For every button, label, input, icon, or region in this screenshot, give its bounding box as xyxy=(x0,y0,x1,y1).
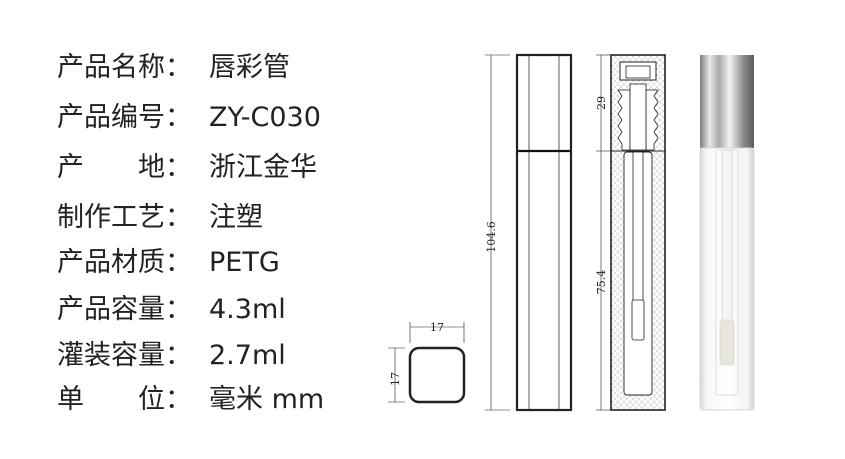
spec-row-material: 产品材质： PETG xyxy=(57,240,387,280)
spec-value: 2.7ml xyxy=(209,340,286,371)
spec-value: 唇彩管 xyxy=(209,52,290,83)
front-view-outline xyxy=(515,53,573,412)
spec-label: 产品编号： xyxy=(57,102,192,133)
spec-row-fill: 灌装容量： 2.7ml xyxy=(57,333,387,373)
spec-row-code: 产品编号： ZY-C030 xyxy=(57,95,387,135)
spec-label: 制作工艺： xyxy=(57,202,192,233)
dim-depth-label: 17 xyxy=(389,372,402,386)
dim-body-height-label: 75.4 xyxy=(595,270,608,295)
front-view xyxy=(515,53,573,412)
spec-label: 产 地： xyxy=(57,152,192,183)
spec-value: 注塑 xyxy=(209,202,263,233)
spec-label: 单 位： xyxy=(57,384,192,415)
spec-row-process: 制作工艺： 注塑 xyxy=(57,195,387,235)
silver-cap xyxy=(700,55,754,148)
applicator-rod xyxy=(632,151,644,303)
product-render xyxy=(699,55,755,411)
spec-label: 产品容量： xyxy=(57,294,192,325)
dim-width-label: 17 xyxy=(430,321,444,334)
spec-row-name: 产品名称： 唇彩管 xyxy=(57,45,387,85)
dim-total-height-label: 104.6 xyxy=(485,221,498,253)
spec-row-origin: 产 地： 浙江金华 xyxy=(57,145,387,185)
section-view: 29 75.4 xyxy=(595,54,666,411)
spec-label: 产品名称： xyxy=(57,52,192,83)
spec-label: 产品材质： xyxy=(57,247,192,278)
dim-cap-height-label: 29 xyxy=(595,96,608,110)
spec-value: PETG xyxy=(209,247,280,278)
render-rod xyxy=(721,149,733,326)
spec-value: ZY-C030 xyxy=(209,102,321,133)
applicator-tip xyxy=(631,299,645,341)
spec-row-unit: 单 位： 毫米 mm xyxy=(57,377,387,417)
top-view: 17 17 xyxy=(388,321,466,404)
spec-label: 灌装容量： xyxy=(57,340,192,371)
spec-value: 毫米 mm xyxy=(209,384,325,415)
spec-value: 4.3ml xyxy=(209,294,286,325)
top-view-outline xyxy=(408,346,466,404)
spec-value: 浙江金华 xyxy=(209,152,317,183)
render-applicator xyxy=(719,319,735,366)
spec-row-capacity: 产品容量： 4.3ml xyxy=(57,287,387,327)
dim-total-height: 104.6 xyxy=(485,54,510,411)
